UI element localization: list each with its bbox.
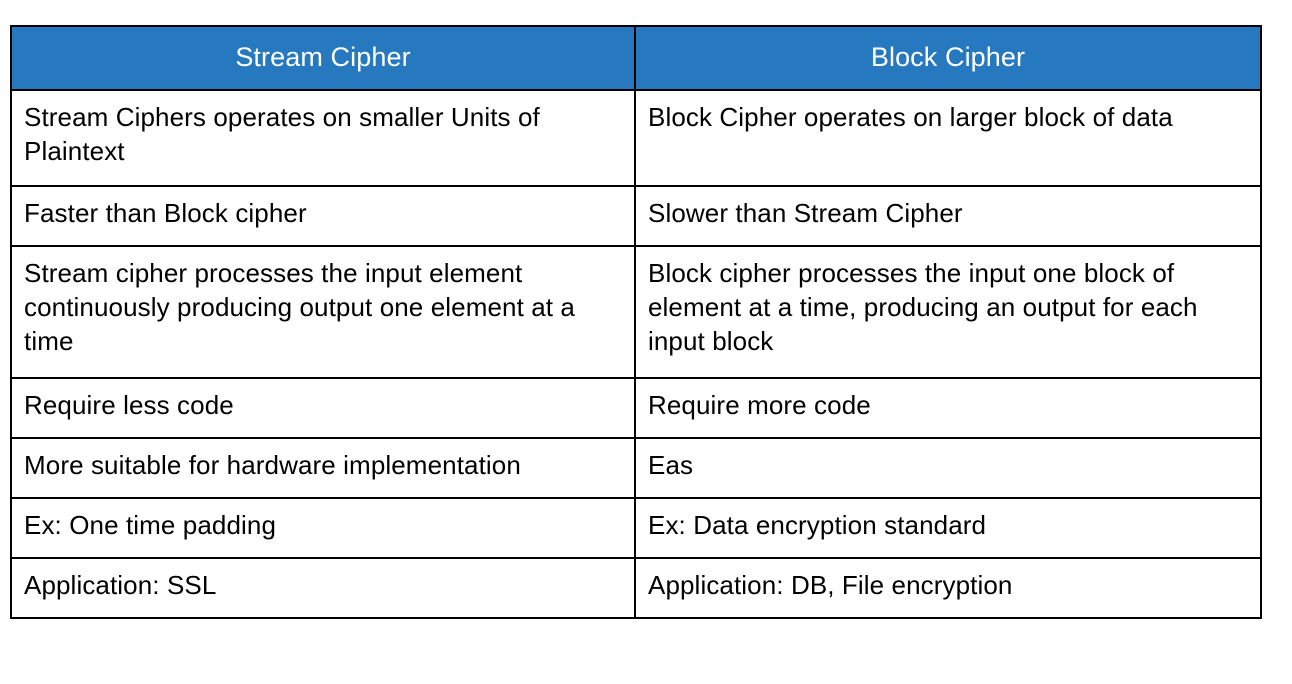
column-header-stream-cipher: Stream Cipher xyxy=(10,25,636,91)
table-body: Stream Ciphers operates on smaller Units… xyxy=(10,89,1262,619)
cell-stream: Faster than Block cipher xyxy=(10,185,636,247)
table-row: Faster than Block cipher Slower than Str… xyxy=(10,185,1262,247)
cell-block: Block cipher processes the input one blo… xyxy=(634,245,1262,379)
cell-stream: Stream cipher processes the input elemen… xyxy=(10,245,636,379)
table-row: Stream cipher processes the input elemen… xyxy=(10,245,1262,379)
cell-block: Slower than Stream Cipher xyxy=(634,185,1262,247)
table-row: Stream Ciphers operates on smaller Units… xyxy=(10,89,1262,187)
comparison-table: Stream Cipher Block Cipher Stream Cipher… xyxy=(10,25,1262,619)
cell-block: Ex: Data encryption standard xyxy=(634,497,1262,559)
table-row: Require less code Require more code xyxy=(10,377,1262,439)
cell-stream: Stream Ciphers operates on smaller Units… xyxy=(10,89,636,187)
comparison-table-container: Stream Cipher Block Cipher Stream Cipher… xyxy=(10,25,1262,619)
table-row: More suitable for hardware implementatio… xyxy=(10,437,1262,499)
cell-stream: More suitable for hardware implementatio… xyxy=(10,437,636,499)
cell-block: Application: DB, File encryption xyxy=(634,557,1262,619)
cell-block: Block Cipher operates on larger block of… xyxy=(634,89,1262,187)
cell-block: Require more code xyxy=(634,377,1262,439)
cell-block: Eas xyxy=(634,437,1262,499)
cell-stream: Application: SSL xyxy=(10,557,636,619)
table-row: Ex: One time padding Ex: Data encryption… xyxy=(10,497,1262,559)
table-header: Stream Cipher Block Cipher xyxy=(10,25,1262,91)
cell-stream: Require less code xyxy=(10,377,636,439)
table-header-row: Stream Cipher Block Cipher xyxy=(10,25,1262,91)
table-row: Application: SSL Application: DB, File e… xyxy=(10,557,1262,619)
cell-stream: Ex: One time padding xyxy=(10,497,636,559)
column-header-block-cipher: Block Cipher xyxy=(634,25,1262,91)
